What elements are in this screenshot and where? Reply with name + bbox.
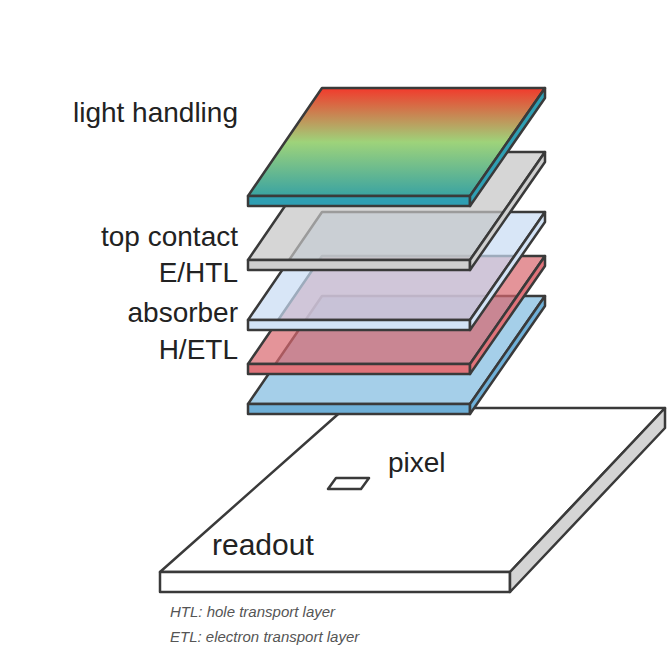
pixel-label: pixel <box>388 447 446 479</box>
slab-label: readout <box>212 528 314 563</box>
footnote: HTL: hole transport layer <box>170 603 335 620</box>
layer-label: absorber <box>127 297 238 329</box>
layer-label: top contact <box>101 221 238 253</box>
pixel-pad <box>328 478 369 489</box>
light-handling-layer <box>248 88 545 206</box>
readout-outline <box>155 400 670 597</box>
layer-label: H/ETL <box>159 334 238 366</box>
footnote: ETL: electron transport layer <box>170 628 359 645</box>
readout-slab: readout <box>155 400 670 597</box>
layer-label: light handling <box>73 97 238 129</box>
layer-label: E/HTL <box>159 257 238 289</box>
